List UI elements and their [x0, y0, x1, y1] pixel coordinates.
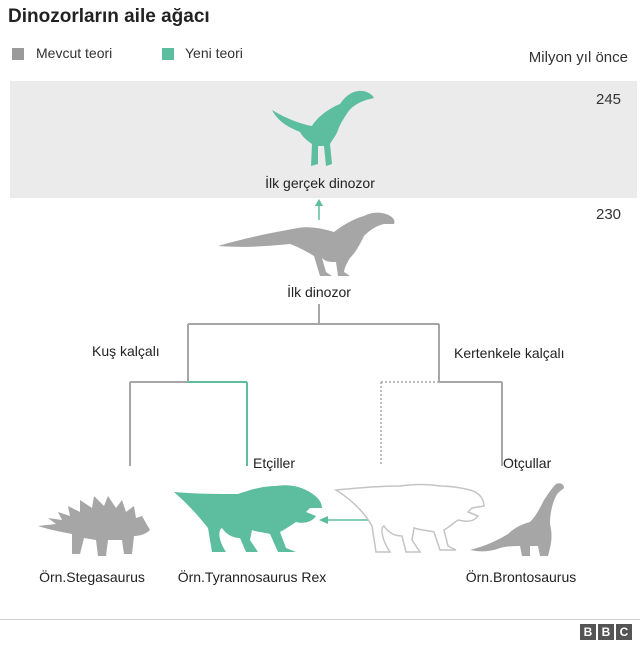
axis-tick-245: 245: [596, 91, 622, 108]
tree-lines-current: [129, 304, 503, 466]
trex-silhouette-new: [174, 485, 322, 552]
footer-divider: [0, 619, 640, 620]
tree-lines-dotted: [380, 381, 439, 466]
node-lizard-hipped: Kertenkele kalçalı: [454, 345, 565, 361]
axis-label: Milyon yıl önce: [528, 49, 628, 66]
trex-silhouette-former: [333, 483, 485, 553]
first-dinosaur-silhouette: [218, 212, 395, 276]
legend-swatch-current: [12, 48, 24, 60]
first-true-dinosaur-silhouette: [272, 90, 374, 166]
legend-label-new: Yeni teori: [185, 45, 243, 61]
arrow-up-new: [315, 199, 323, 220]
bbc-logo-letter: C: [616, 624, 632, 640]
bbc-logo-letter: B: [580, 624, 596, 640]
brontosaurus-silhouette: [470, 483, 564, 556]
legend-swatch-new: [162, 48, 174, 60]
tree-lines-new: [188, 381, 248, 466]
node-carnivores: Etçiller: [253, 455, 296, 471]
node-first-true-dinosaur: İlk gerçek dinozor: [265, 175, 375, 191]
example-brontosaurus: Örn.Brontosaurus: [465, 569, 577, 585]
axis-tick-230: 230: [596, 206, 622, 223]
stegosaurus-silhouette: [38, 496, 150, 556]
arrow-left-new: [319, 516, 372, 524]
legend-label-current: Mevcut teori: [36, 45, 113, 61]
node-bird-hipped: Kuş kalçalı: [92, 343, 160, 359]
diagram-title: Dinozorların aile ağacı: [8, 6, 210, 27]
bbc-logo-letter: B: [598, 624, 614, 640]
node-herbivores: Otçullar: [503, 455, 552, 471]
node-first-dinosaur: İlk dinozor: [287, 284, 351, 300]
example-stegosaurus: Örn.Stegasaurus: [39, 569, 145, 585]
bbc-logo: B B C: [580, 624, 632, 640]
example-trex: Örn.Tyrannosaurus Rex: [177, 569, 327, 585]
